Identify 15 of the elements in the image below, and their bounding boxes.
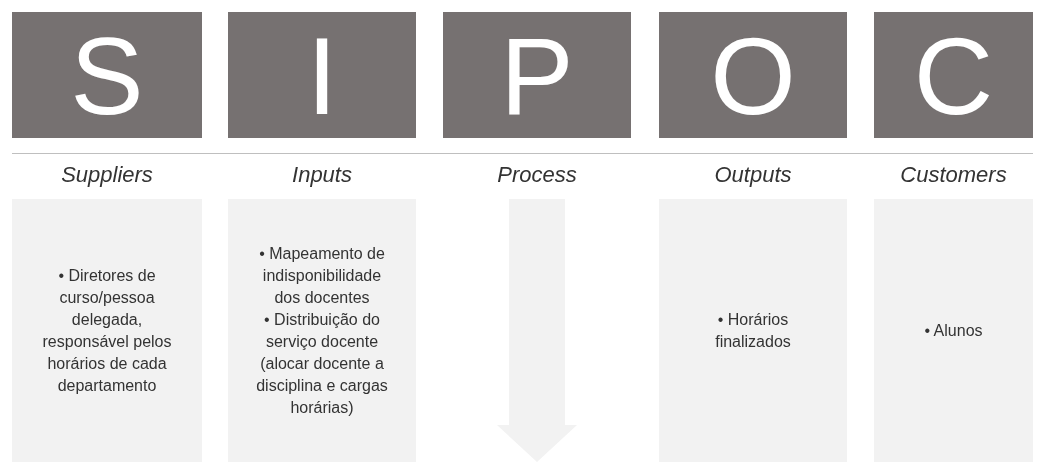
column-heading: Outputs <box>713 161 793 189</box>
column-heading: Process <box>496 161 578 189</box>
bullet-item: • Diretores de curso/pessoa delegada, responsável pelos horários de cada departamento <box>41 265 173 396</box>
letter-tile: P <box>443 12 631 138</box>
bullet-item: • Horários finalizados <box>714 309 792 352</box>
column-heading: Inputs <box>291 161 353 189</box>
column-heading: Suppliers <box>60 161 154 189</box>
bullet-item: • Distribuição do serviço docente (alocar docente a disciplina e cargas horárias) <box>255 309 389 418</box>
letter-tile: I <box>228 12 416 138</box>
bullet-item: • Alunos <box>924 320 983 341</box>
column-heading: Customers <box>899 161 1008 189</box>
letter-tile: S <box>12 12 202 138</box>
letter-tile: C <box>874 12 1033 138</box>
bullet-item: • Mapeamento de indisponibilidade dos docentes <box>258 243 386 308</box>
letter-tile: O <box>659 12 847 138</box>
